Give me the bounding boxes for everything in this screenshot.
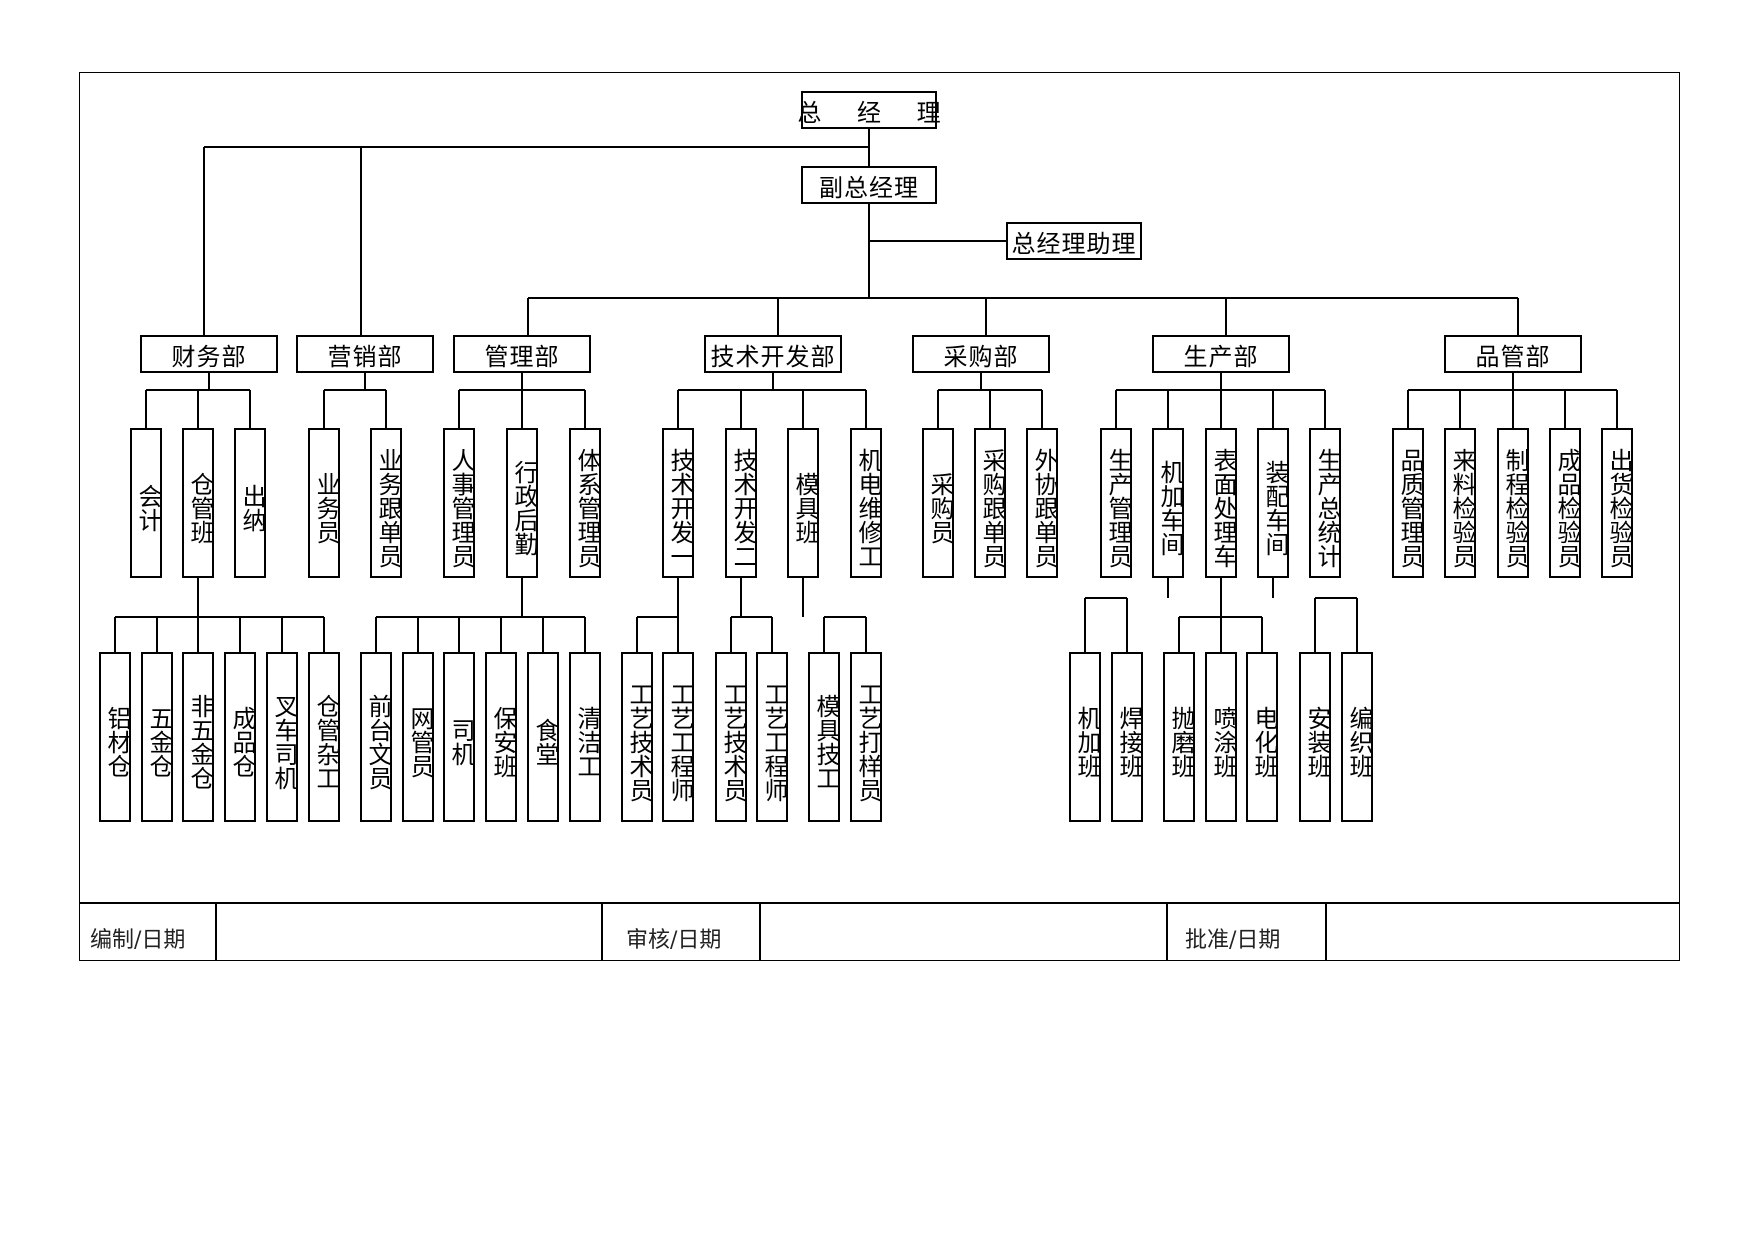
footer-divider bbox=[1166, 904, 1168, 960]
role-management-2: 体系管理员 bbox=[569, 428, 601, 578]
signature-row: 编制/日期 审核/日期 批准/日期 bbox=[79, 902, 1680, 963]
role-quality-2: 制程检验员 bbox=[1497, 428, 1529, 578]
approved-date-label: 批准/日期 bbox=[1185, 928, 1281, 953]
role-production-4: 生产总统计 bbox=[1309, 428, 1341, 578]
role-production-0: 生产管理员 bbox=[1100, 428, 1132, 578]
role-purchase-2: 外协跟单员 bbox=[1026, 428, 1058, 578]
team-assembly-1: 编织班 bbox=[1341, 652, 1373, 822]
team-tech1-0: 工艺技术员 bbox=[621, 652, 653, 822]
team-warehouse-4: 叉车司机 bbox=[266, 652, 298, 822]
role-management-1: 行政后勤 bbox=[506, 428, 538, 578]
footer-divider bbox=[215, 904, 217, 960]
team-admin-3: 保安班 bbox=[485, 652, 517, 822]
footer-divider bbox=[601, 904, 603, 960]
dept-management: 管理部 bbox=[453, 335, 591, 373]
team-warehouse-2: 非五金仓 bbox=[182, 652, 214, 822]
team-warehouse-1: 五金仓 bbox=[141, 652, 173, 822]
role-management-0: 人事管理员 bbox=[443, 428, 475, 578]
footer-divider bbox=[1325, 904, 1327, 960]
general-manager-box: 总 经 理 bbox=[797, 91, 941, 129]
deputy-gm-box: 副总经理 bbox=[801, 166, 937, 204]
role-production-3: 装配车间 bbox=[1257, 428, 1289, 578]
compiled-date-label: 编制/日期 bbox=[90, 928, 186, 953]
role-marketing-1: 业务跟单员 bbox=[370, 428, 402, 578]
dept-tech-dev: 技术开发部 bbox=[704, 335, 842, 373]
role-quality-1: 来料检验员 bbox=[1444, 428, 1476, 578]
team-tech1-1: 工艺工程师 bbox=[662, 652, 694, 822]
team-admin-0: 前台文员 bbox=[360, 652, 392, 822]
team-mold-1: 工艺打样员 bbox=[850, 652, 882, 822]
team-surface-2: 电化班 bbox=[1246, 652, 1278, 822]
chart-frame bbox=[79, 72, 1680, 961]
gm-assistant-box: 总经理助理 bbox=[1006, 222, 1142, 260]
role-production-1: 机加车间 bbox=[1152, 428, 1184, 578]
role-quality-0: 品质管理员 bbox=[1392, 428, 1424, 578]
dept-marketing: 营销部 bbox=[296, 335, 434, 373]
dept-purchase: 采购部 bbox=[912, 335, 1050, 373]
team-tech2-0: 工艺技术员 bbox=[715, 652, 747, 822]
footer-divider bbox=[759, 904, 761, 960]
dept-production: 生产部 bbox=[1152, 335, 1290, 373]
role-finance-1: 仓管班 bbox=[182, 428, 214, 578]
dept-finance: 财务部 bbox=[140, 335, 278, 373]
team-machining-1: 焊接班 bbox=[1111, 652, 1143, 822]
team-assembly-0: 安装班 bbox=[1299, 652, 1331, 822]
role-marketing-0: 业务员 bbox=[308, 428, 340, 578]
team-machining-0: 机加班 bbox=[1069, 652, 1101, 822]
team-warehouse-3: 成品仓 bbox=[224, 652, 256, 822]
role-quality-3: 成品检验员 bbox=[1549, 428, 1581, 578]
role-tech-2: 模具班 bbox=[787, 428, 819, 578]
team-admin-4: 食堂 bbox=[527, 652, 559, 822]
role-quality-4: 出货检验员 bbox=[1601, 428, 1633, 578]
team-admin-5: 清洁工 bbox=[569, 652, 601, 822]
role-tech-1: 技术开发二 bbox=[725, 428, 757, 578]
team-warehouse-5: 仓管杂工 bbox=[308, 652, 340, 822]
dept-quality: 品管部 bbox=[1444, 335, 1582, 373]
role-purchase-0: 采购员 bbox=[922, 428, 954, 578]
role-finance-2: 出纳 bbox=[234, 428, 266, 578]
role-purchase-1: 采购跟单员 bbox=[974, 428, 1006, 578]
team-tech2-1: 工艺工程师 bbox=[756, 652, 788, 822]
role-production-2: 表面处理车 bbox=[1205, 428, 1237, 578]
role-tech-0: 技术开发一 bbox=[662, 428, 694, 578]
team-surface-0: 抛磨班 bbox=[1163, 652, 1195, 822]
team-surface-1: 喷涂班 bbox=[1205, 652, 1237, 822]
team-admin-2: 司机 bbox=[443, 652, 475, 822]
team-admin-1: 网管员 bbox=[402, 652, 434, 822]
role-tech-3: 机电维修工 bbox=[850, 428, 882, 578]
team-mold-0: 模具技工 bbox=[808, 652, 840, 822]
team-warehouse-0: 铝材仓 bbox=[99, 652, 131, 822]
role-finance-0: 会计 bbox=[130, 428, 162, 578]
reviewed-date-label: 审核/日期 bbox=[626, 928, 722, 953]
